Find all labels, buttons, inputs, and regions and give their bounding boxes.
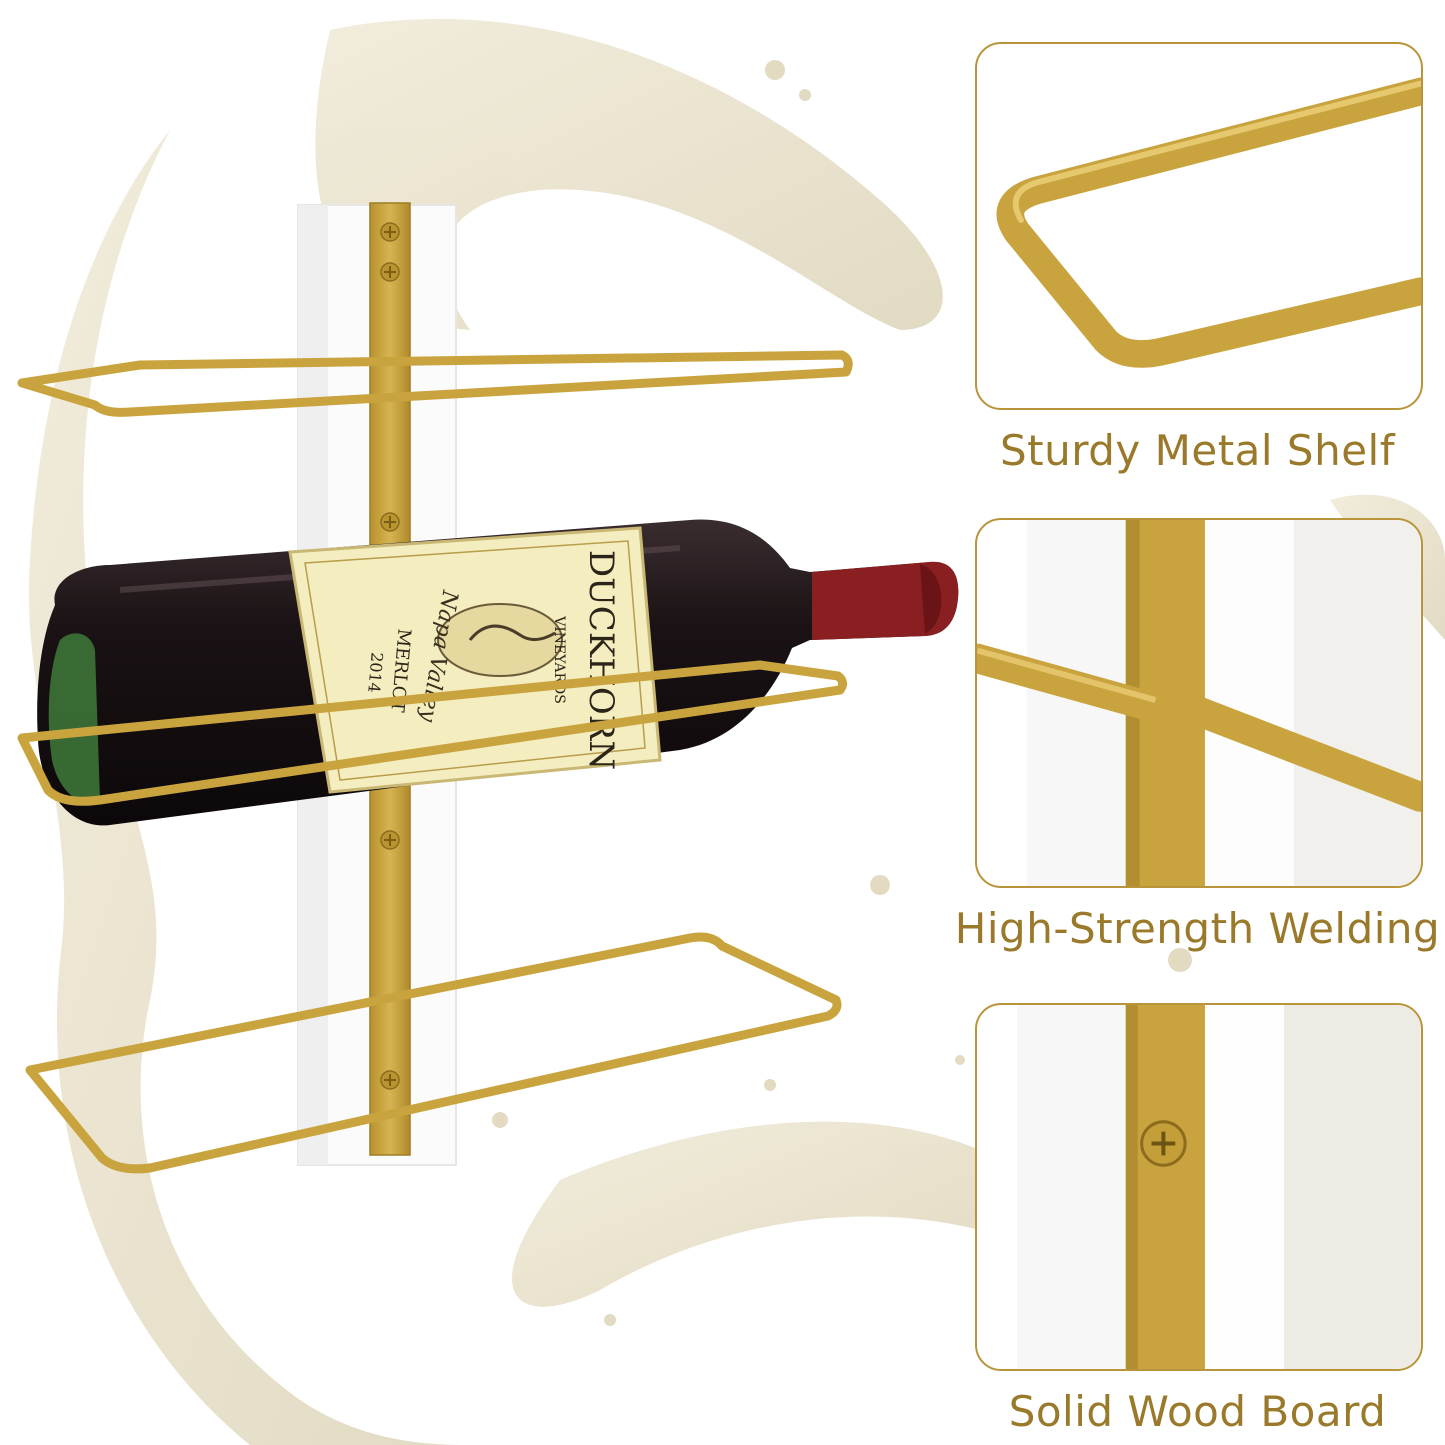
- caption-metal-shelf: Sturdy Metal Shelf: [999, 426, 1396, 475]
- wood-board-closeup: [1017, 1005, 1421, 1369]
- label-vintage: 2014: [364, 651, 386, 693]
- bottom-shelf: [25, 932, 842, 1174]
- welding-closeup: [977, 520, 1421, 886]
- caption-welding: High-Strength Welding: [954, 904, 1441, 953]
- caption-wood-board: Solid Wood Board: [1008, 1387, 1387, 1436]
- middle-shelf: [17, 660, 848, 806]
- screw-icons: [380, 222, 400, 1090]
- feature-panel-wood-board: [975, 1003, 1423, 1371]
- bottle-label: DUCKHORN VINEYARDS Napa Valley MERLOT 20…: [288, 526, 662, 794]
- splash-droplets: [492, 60, 1192, 1326]
- label-brand: DUCKHORN: [581, 550, 621, 770]
- feature-panel-welding: [975, 518, 1423, 888]
- screw-slots: [384, 226, 396, 1086]
- label-sub: VINEYARDS: [551, 615, 567, 704]
- top-shelf: [17, 350, 853, 417]
- feature-panel-metal-shelf: [975, 42, 1423, 410]
- metal-shelf-closeup: [996, 77, 1421, 368]
